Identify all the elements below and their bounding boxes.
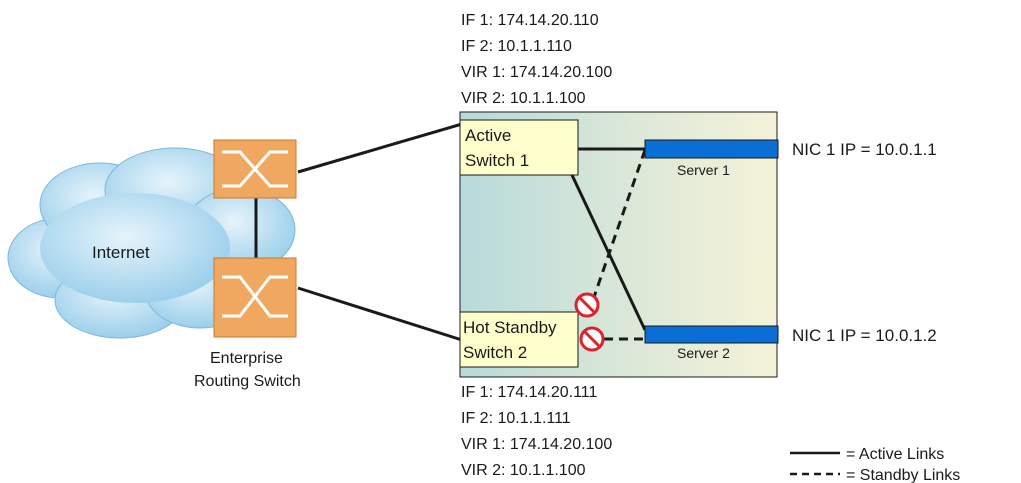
router-bottom-icon — [213, 257, 297, 338]
server1-label: Server 1 — [677, 162, 730, 178]
switch2-ip-line: IF 2: 10.1.1.111 — [461, 410, 571, 427]
switch1-ip-line: IF 2: 10.1.1.110 — [461, 38, 572, 55]
switch2-label-line2: Switch 2 — [463, 343, 527, 362]
enterprise-label-line2: Routing Switch — [194, 373, 301, 390]
server2-nic-ip: NIC 1 IP = 10.0.1.2 — [792, 326, 937, 345]
switch2-box — [459, 311, 579, 368]
switch1-label-line2: Switch 1 — [465, 151, 529, 170]
switch1-ip-line: IF 1: 174.14.20.110 — [461, 12, 599, 29]
legend-active-label: = Active Links — [846, 446, 944, 463]
switch1-ip-line: VIR 1: 174.14.20.100 — [461, 64, 612, 81]
server1-bar — [644, 139, 779, 159]
switch1-box — [459, 119, 579, 176]
blocked-icon-lower — [579, 326, 605, 352]
blocked-icon-upper — [574, 292, 600, 318]
active-link-router-switch2 — [297, 286, 463, 342]
server2-bar — [644, 325, 779, 344]
standby-link-switch2-server1 — [592, 149, 647, 298]
switch2-ip-line: VIR 1: 174.14.20.100 — [461, 436, 612, 453]
enterprise-label-line1: Enterprise — [210, 350, 283, 367]
router-top-icon — [213, 139, 297, 199]
switch2-ip-line: VIR 2: 10.1.1.100 — [461, 462, 586, 479]
server1-nic-ip: NIC 1 IP = 10.0.1.1 — [792, 140, 937, 159]
switch2-ip-line: IF 1: 174.14.20.111 — [461, 384, 598, 401]
server2-label: Server 2 — [677, 345, 730, 361]
legend-standby-label: = Standby Links — [846, 467, 960, 483]
legend: = Active Links = Standby Links — [790, 446, 960, 483]
switch1-label-line1: Active — [465, 126, 511, 145]
active-link-router-switch1 — [297, 122, 463, 174]
internet-label: Internet — [92, 243, 150, 262]
switch2-label-line1: Hot Standby — [463, 318, 557, 337]
switch1-ip-line: VIR 2: 10.1.1.100 — [461, 90, 586, 107]
